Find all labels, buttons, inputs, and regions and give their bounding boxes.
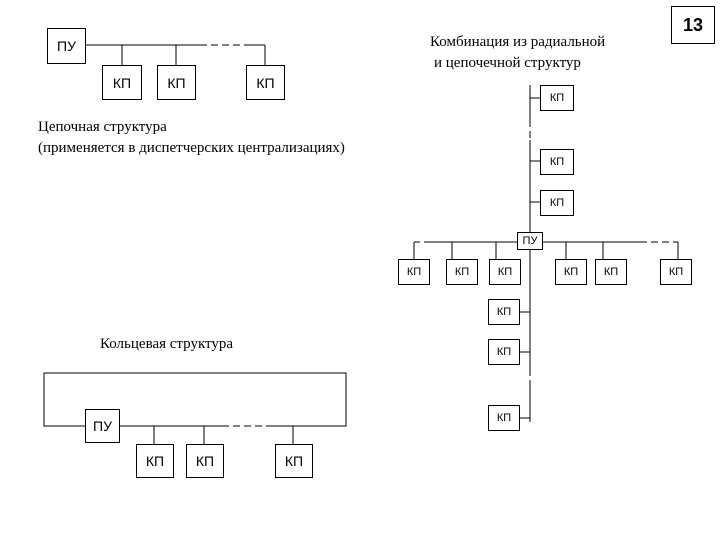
ring-kp-box-2: КП bbox=[186, 444, 224, 478]
combo-kp-label: КП bbox=[549, 156, 565, 168]
combo-kp-label: КП bbox=[668, 266, 684, 278]
ring-kp-label: КП bbox=[145, 453, 165, 469]
combo-kp-label: КП bbox=[603, 266, 619, 278]
combo-caption-line2: и цепочечной структур bbox=[434, 55, 581, 71]
page-number: 13 bbox=[671, 6, 715, 44]
combo-kp-top-1: КП bbox=[540, 85, 574, 111]
ring-caption: Кольцевая структура bbox=[100, 336, 234, 352]
chain-pu-box: ПУ bbox=[47, 28, 86, 64]
chain-kp-label: КП bbox=[256, 74, 275, 91]
combo-kp-bottom-1: КП bbox=[488, 299, 520, 325]
combo-kp-top-2: КП bbox=[540, 149, 574, 175]
combo-kp-label: КП bbox=[497, 266, 513, 278]
combo-kp-left-1: КП bbox=[398, 259, 430, 285]
chain-caption-line2: (применяется в диспетчерских централизац… bbox=[38, 140, 345, 156]
chain-kp-box-2: КП bbox=[157, 65, 196, 100]
chain-pu-label: ПУ bbox=[57, 38, 76, 54]
combo-kp-bottom-3: КП bbox=[488, 405, 520, 431]
combo-kp-right-3: КП bbox=[660, 259, 692, 285]
chain-kp-label: КП bbox=[112, 74, 132, 91]
chain-caption-line1: Цепочная структура bbox=[38, 119, 167, 135]
chain-kp-box-3: КП bbox=[246, 65, 285, 100]
combo-caption-line1: Комбинация из радиальной bbox=[430, 34, 606, 50]
combo-kp-label: КП bbox=[549, 92, 565, 104]
combo-kp-bottom-2: КП bbox=[488, 339, 520, 365]
combo-kp-left-2: КП bbox=[446, 259, 478, 285]
combo-kp-label: КП bbox=[454, 266, 470, 278]
ring-kp-label: КП bbox=[284, 453, 304, 469]
chain-kp-box-1: КП bbox=[102, 65, 142, 100]
combo-kp-top-3: КП bbox=[540, 190, 574, 216]
ring-kp-box-3: КП bbox=[275, 444, 313, 478]
ring-pu-label: ПУ bbox=[93, 418, 112, 434]
combo-kp-label: КП bbox=[406, 266, 422, 278]
combo-kp-label: КП bbox=[496, 306, 512, 318]
chain-kp-label: КП bbox=[167, 74, 186, 91]
combo-kp-label: КП bbox=[549, 197, 565, 209]
combo-pu-label: ПУ bbox=[522, 235, 538, 247]
combo-kp-label: КП bbox=[496, 412, 512, 424]
combo-kp-label: КП bbox=[563, 266, 579, 278]
ring-loop bbox=[43, 372, 347, 427]
ring-pu-box: ПУ bbox=[85, 409, 120, 443]
ring-kp-label: КП bbox=[195, 453, 215, 469]
combo-kp-label: КП bbox=[496, 346, 512, 358]
combo-kp-right-1: КП bbox=[555, 259, 587, 285]
combo-kp-left-3: КП bbox=[489, 259, 521, 285]
ring-kp-box-1: КП bbox=[136, 444, 174, 478]
combo-kp-right-2: КП bbox=[595, 259, 627, 285]
combo-pu-box: ПУ bbox=[517, 232, 543, 250]
